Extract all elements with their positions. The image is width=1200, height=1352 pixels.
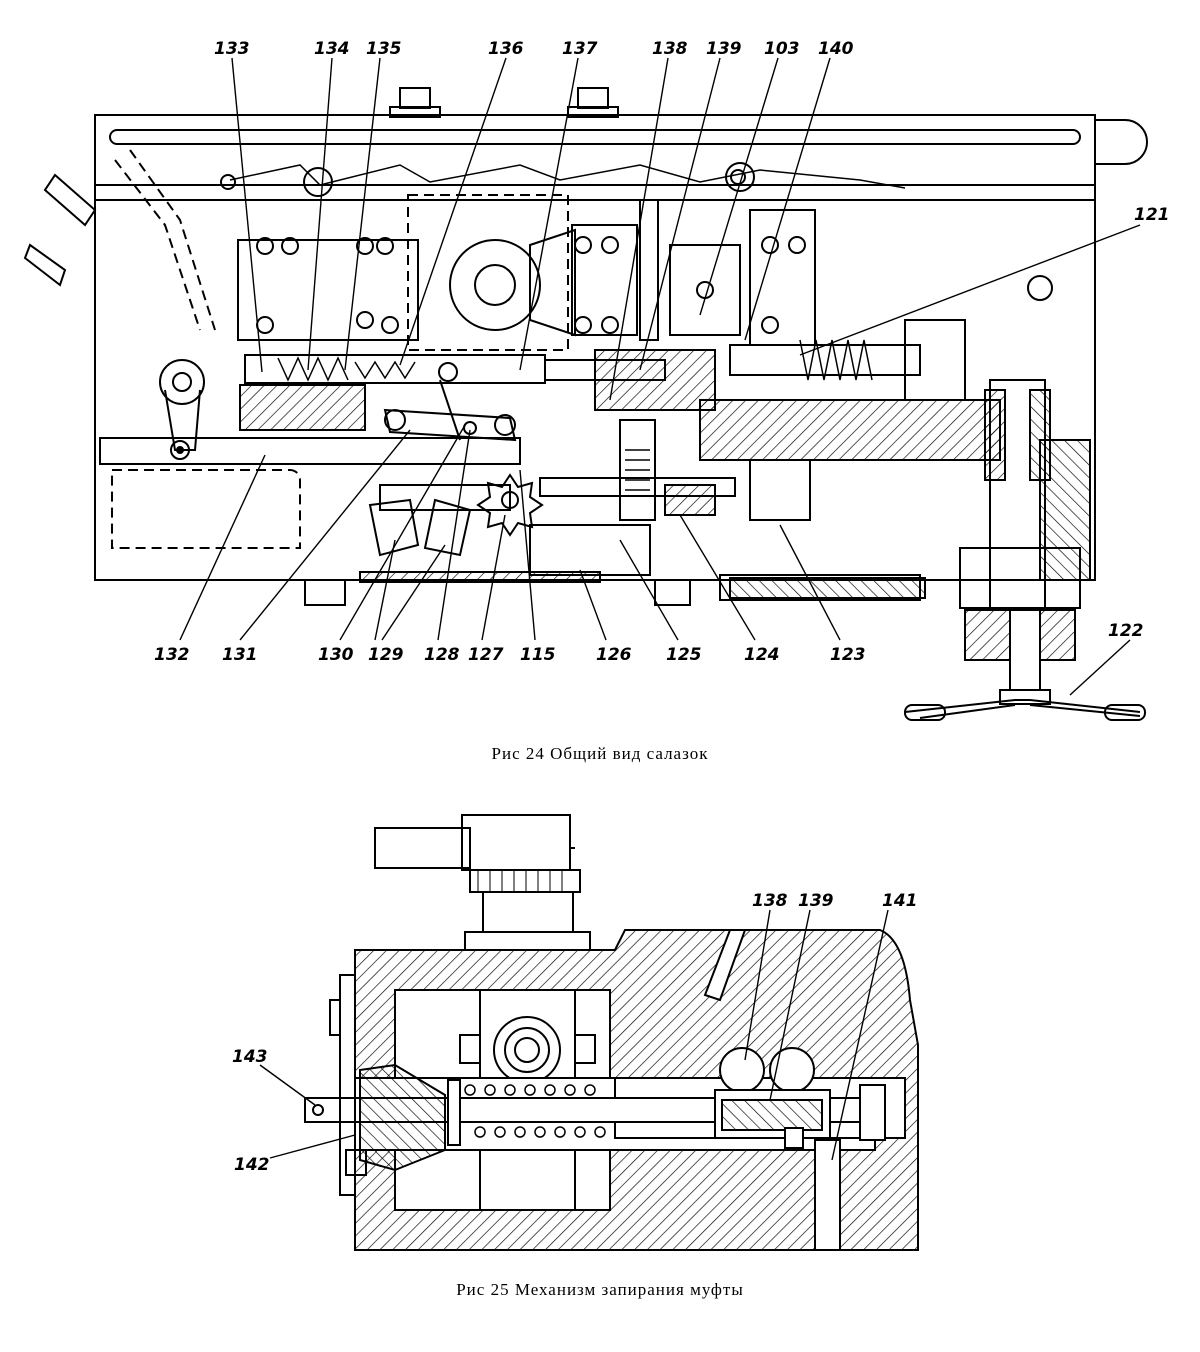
callout-124: 124: [744, 645, 780, 665]
callout-126: 126: [596, 645, 632, 665]
figure-24-drawing: [23, 87, 1148, 721]
callout-140: 140: [818, 39, 854, 59]
figure-24-callouts: 133 134 135 136 137 138 139 103 140 121 …: [154, 39, 1170, 665]
callout-142-fig25: 142: [234, 1155, 270, 1175]
callout-139: 139: [706, 39, 742, 59]
callout-125: 125: [666, 645, 702, 665]
figure-25-caption: Рис 25 Механизм запирания муфты: [456, 1280, 744, 1299]
callout-137: 137: [562, 39, 598, 59]
callout-133: 133: [214, 39, 250, 59]
callout-129: 129: [368, 645, 404, 665]
callout-132: 132: [154, 645, 190, 665]
callout-131: 131: [222, 645, 258, 665]
callout-121: 121: [1134, 205, 1170, 225]
callout-138: 138: [652, 39, 688, 59]
callout-143-fig25: 143: [232, 1047, 268, 1067]
figure-24-caption: Рис 24 Общий вид салазок: [491, 744, 709, 763]
callout-115: 115: [520, 645, 556, 665]
callout-130: 130: [318, 645, 354, 665]
callout-135: 135: [366, 39, 402, 59]
callout-134: 134: [314, 39, 350, 59]
callout-127: 127: [468, 645, 504, 665]
callout-128: 128: [424, 645, 460, 665]
figure-25-leaders: [259, 909, 889, 1161]
figure-24-leaders: [179, 57, 1141, 696]
callout-141-fig25: 141: [882, 891, 918, 911]
callout-136: 136: [488, 39, 524, 59]
callout-139-fig25: 139: [798, 891, 834, 911]
figure-25-callouts: 138 139 141 143 142: [232, 891, 918, 1175]
callout-138-fig25: 138: [752, 891, 788, 911]
figure-25-drawing: [304, 814, 919, 1251]
callout-122: 122: [1108, 621, 1144, 641]
callout-103: 103: [764, 39, 800, 59]
callout-123: 123: [830, 645, 866, 665]
